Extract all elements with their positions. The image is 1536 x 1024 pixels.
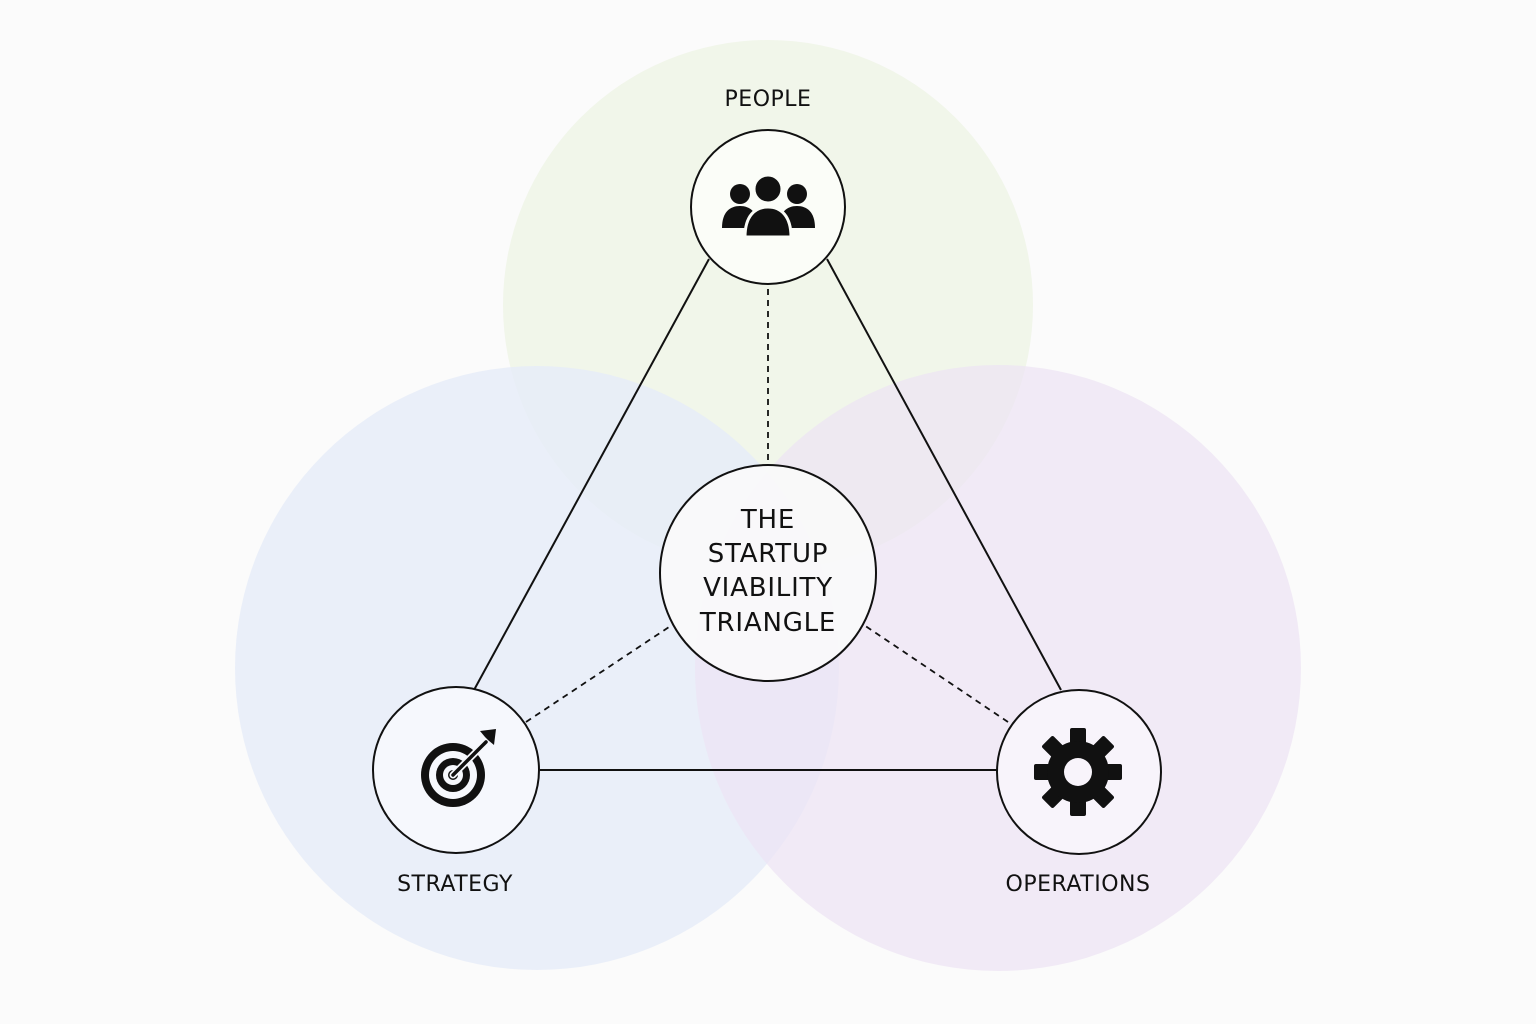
center-title-line-1: THE: [740, 505, 795, 535]
connector-operations-center: [863, 624, 1009, 723]
edge-people-strategy: [473, 258, 710, 691]
center-node: THE STARTUP VIABILITY TRIANGLE: [659, 464, 877, 682]
center-title-line-4: TRIANGLE: [699, 608, 836, 638]
people-group-icon: [722, 173, 815, 239]
operations-label: OPERATIONS: [1006, 872, 1151, 897]
connector-strategy-center: [525, 624, 673, 723]
operations-node: OPERATIONS: [996, 689, 1162, 897]
center-circle: [659, 464, 877, 682]
gear-icon: [1034, 728, 1122, 816]
people-node: PEOPLE: [690, 87, 846, 285]
target-arrow-icon: [421, 729, 496, 807]
strategy-node: STRATEGY: [372, 686, 540, 897]
center-title-line-2: STARTUP: [708, 539, 829, 569]
strategy-label: STRATEGY: [397, 872, 513, 897]
center-title-line-3: VIABILITY: [703, 573, 833, 603]
edge-people-operations: [826, 258, 1062, 691]
people-label: PEOPLE: [725, 87, 812, 112]
